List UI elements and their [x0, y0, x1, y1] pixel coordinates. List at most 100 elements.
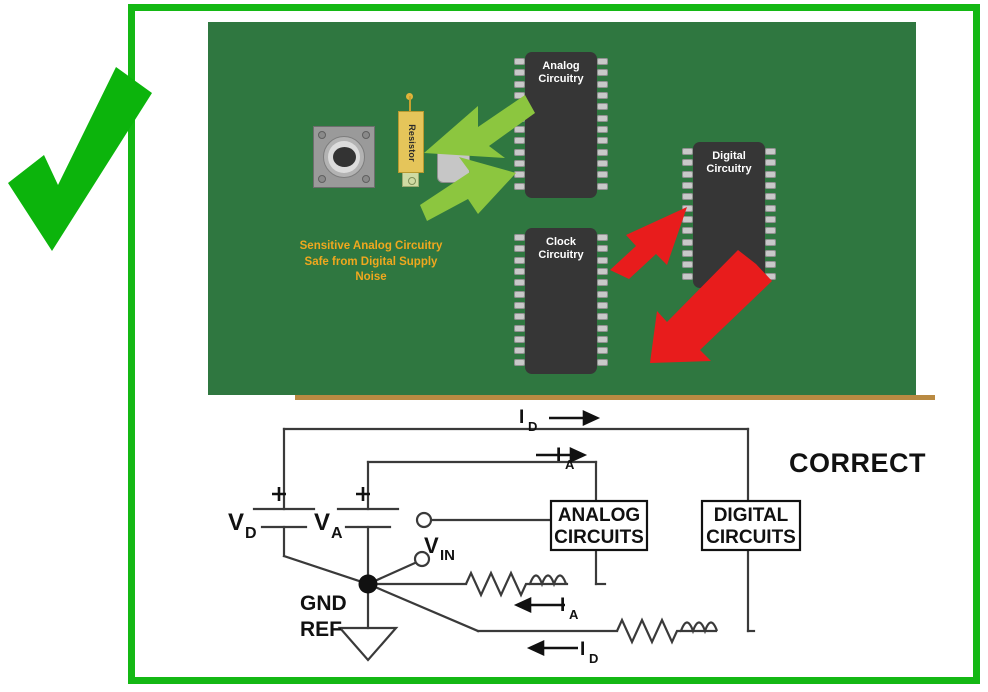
chip-pin: [514, 114, 525, 122]
pcb-caption-line-3: Noise: [355, 271, 387, 284]
chip-pin: [682, 227, 693, 235]
chip-pin: [765, 261, 776, 269]
clock-chip-body: Clock Circuitry: [525, 228, 597, 374]
chip-pin: [597, 114, 608, 122]
chip-pin: [682, 216, 693, 223]
wire-gnd-to-return-digital: [366, 582, 480, 633]
chip-pin: [765, 250, 776, 257]
chip-pin: [765, 193, 776, 201]
chip-pin: [514, 103, 525, 111]
chip-pin: [514, 358, 525, 366]
vin-label-main: V: [424, 533, 439, 558]
polarity-marks: [272, 487, 370, 501]
ia-return-label-main: I: [560, 595, 565, 616]
analog-block-line1: ANALOG: [558, 505, 640, 526]
chip-pin: [514, 302, 525, 309]
chip-pin: [765, 170, 776, 178]
chip-pin: [514, 279, 525, 287]
chip-pin: [765, 272, 776, 280]
vd-to-gnd: [282, 554, 370, 586]
analog-chip-label-line1: Analog: [542, 60, 580, 72]
resistor-pad: [402, 172, 419, 187]
analog-chip-body: Analog Circuitry: [525, 52, 597, 198]
digital-block-line1: DIGITAL: [714, 505, 789, 526]
vd-plus-icon: [272, 487, 286, 501]
chip-pin: [597, 137, 608, 145]
chip-pin: [765, 148, 776, 155]
chip-pin: [682, 170, 693, 178]
chip-pin: [597, 245, 608, 253]
current-labels: I D I A I A I D: [519, 407, 598, 666]
va-label-sub: A: [331, 525, 343, 542]
resistor-symbol-ia: [464, 570, 530, 598]
clock-circuitry-chip: Clock Circuitry: [514, 228, 608, 374]
chip-pin: [514, 290, 525, 298]
resistor-component: Resistor: [398, 111, 424, 173]
chip-pin: [514, 126, 525, 133]
chip-pin: [597, 80, 608, 88]
chip-pin: [514, 313, 525, 321]
chip-pin: [765, 227, 776, 235]
chip-pin: [597, 279, 608, 287]
chip-pin: [682, 238, 693, 246]
screw-icon: [362, 175, 370, 183]
ia-top-label-main: I: [556, 445, 561, 466]
ia-top-label-sub: A: [565, 457, 575, 472]
va-label: V A: [314, 509, 343, 542]
digital-circuits-block: DIGITAL CIRCUITS: [700, 499, 802, 552]
chip-pin: [514, 347, 525, 355]
chip-pin: [765, 216, 776, 223]
digital-chip-body: Digital Circuitry: [693, 142, 765, 288]
chip-pin: [597, 171, 608, 179]
chip-pin: [597, 268, 608, 275]
vd-label: V D: [228, 509, 257, 542]
vin-terminal-top: [415, 511, 433, 529]
vin-terminal-bottom: [413, 550, 431, 568]
ia-return-label-sub: A: [569, 607, 579, 622]
chip-pin: [514, 256, 525, 264]
chip-pin: [597, 358, 608, 366]
screw-icon: [362, 131, 370, 139]
inductor-symbol-id: [679, 621, 719, 635]
chip-pin: [682, 261, 693, 269]
ground-node-dot: [358, 574, 378, 594]
id-return-label-main: I: [580, 639, 585, 660]
chip-pin: [514, 80, 525, 88]
va-label-main: V: [314, 509, 330, 536]
chip-pin: [765, 159, 776, 167]
chip-pin: [514, 245, 525, 253]
va-plus-icon: [356, 487, 370, 501]
chip-pin: [597, 324, 608, 332]
resistor-lead: [409, 96, 411, 112]
resistor-label: Resistor: [407, 124, 417, 162]
chip-pin: [514, 69, 525, 77]
ground-symbol-icon: [337, 626, 399, 662]
chip-pin: [514, 58, 525, 65]
chip-pin: [597, 313, 608, 321]
chip-pin: [682, 250, 693, 257]
vin-label-sub: IN: [440, 547, 455, 564]
vin-label: V IN: [424, 533, 455, 564]
current-arrow-icons: [513, 409, 601, 657]
resistor-symbol-id: [615, 617, 681, 645]
chip-pin: [597, 256, 608, 264]
chip-pin: [514, 182, 525, 190]
digital-circuitry-chip: Digital Circuitry: [682, 142, 776, 288]
pcb-caption-line-2: Safe from Digital Supply: [304, 255, 438, 268]
chip-pin: [514, 92, 525, 99]
chip-pin: [514, 336, 525, 343]
chip-pin: [514, 171, 525, 179]
chip-pin: [597, 182, 608, 190]
gnd-ref-label: GND REF: [300, 592, 347, 641]
gnd-label-line2: REF: [300, 618, 342, 641]
chip-pin: [597, 92, 608, 99]
gnd-label-line1: GND: [300, 592, 347, 615]
chip-pin: [514, 148, 525, 156]
screw-icon: [318, 131, 326, 139]
vd-label-sub: D: [245, 525, 257, 542]
capacitor-component: [437, 148, 470, 183]
digital-chip-label-line1: Digital: [712, 150, 746, 162]
vd-label-main: V: [228, 509, 244, 536]
chip-pin: [682, 148, 693, 155]
